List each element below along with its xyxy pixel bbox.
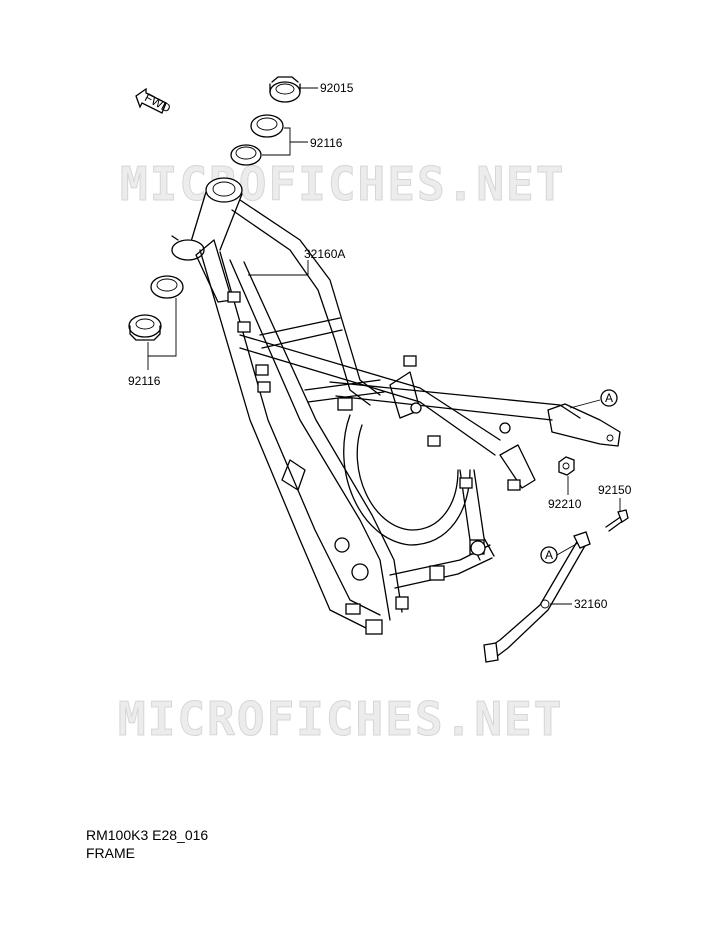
- diagram-code: RM100K3 E28_016: [86, 827, 209, 843]
- callout-92150: 92150: [598, 483, 632, 497]
- callout-32160A: 32160A: [304, 247, 345, 261]
- fwd-label: FWD: [142, 90, 173, 115]
- callout-92210: 92210: [548, 497, 582, 511]
- ref-a-upper-circle: [600, 389, 618, 407]
- ref-a-lower-circle: [540, 546, 558, 564]
- bolt: [605, 509, 629, 532]
- callout-ref-a-upper: A: [605, 391, 613, 405]
- stem-nut: [269, 76, 301, 103]
- callout-92116-upper: 92116: [310, 136, 343, 150]
- upper-bearings: [230, 114, 284, 166]
- rear-subframe: [483, 531, 591, 663]
- fwd-arrow-icon: FWD: [135, 87, 173, 116]
- watermark-top: MICROFICHES.NET: [120, 157, 565, 211]
- callout-ref-a-lower: A: [545, 548, 553, 562]
- main-frame: [171, 177, 621, 635]
- rear-nut: [558, 456, 575, 476]
- lower-bearings: [128, 275, 184, 341]
- callout-92116-lower: 92116: [128, 374, 161, 388]
- watermark-bottom: MICROFICHES.NET: [118, 692, 563, 746]
- callout-92015: 92015: [320, 81, 354, 95]
- callout-32160: 32160: [574, 597, 608, 611]
- diagram-title: FRAME: [86, 845, 135, 861]
